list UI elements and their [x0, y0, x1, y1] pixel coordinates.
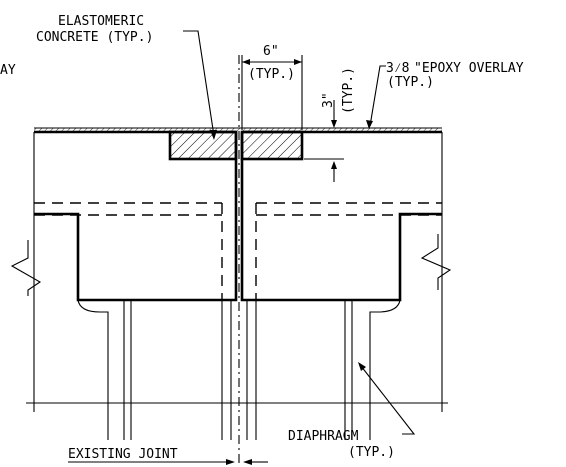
overlay-fraction: 3⁄8 — [386, 61, 409, 76]
overlay-label: "EPOXY OVERLAY — [414, 61, 524, 76]
elastomeric-concrete-left — [168, 130, 238, 161]
existing-joint-label: EXISTING JOINT — [68, 447, 178, 462]
diaphragm-typ-label: (TYP.) — [348, 445, 395, 460]
outer-boundary-lines — [33, 132, 443, 412]
interior-dashed-lines — [221, 203, 257, 300]
diaphragm-label: DIAPHRAGM — [288, 429, 359, 444]
dim-6-inch — [241, 55, 303, 130]
elastomeric-concrete-right — [240, 130, 304, 161]
elastomeric-label-line1: ELASTOMERIC — [58, 14, 144, 29]
break-line-left — [10, 240, 42, 296]
break-line-right — [420, 234, 452, 290]
girder-webs — [77, 299, 401, 440]
dim-3-typ-label: (TYP.) — [341, 67, 356, 114]
dim-6-label: 6" — [263, 44, 279, 59]
overlay-typ-label: (TYP.) — [387, 75, 434, 90]
epoxy-overlay — [34, 127, 442, 132]
dim-3-inch — [304, 100, 344, 182]
dim-3-label: 3" — [321, 92, 336, 108]
elastomeric-label-line2: CONCRETE (TYP.) — [36, 30, 153, 45]
deck-slab — [34, 130, 442, 216]
elastomeric-leader — [183, 30, 217, 140]
left-partial-label: AY — [0, 63, 16, 78]
overlay-leader — [366, 65, 386, 129]
dim-6-typ-label: (TYP.) — [248, 67, 295, 82]
diaphragm-leader — [358, 362, 416, 435]
existing-joint-dim — [68, 459, 268, 465]
